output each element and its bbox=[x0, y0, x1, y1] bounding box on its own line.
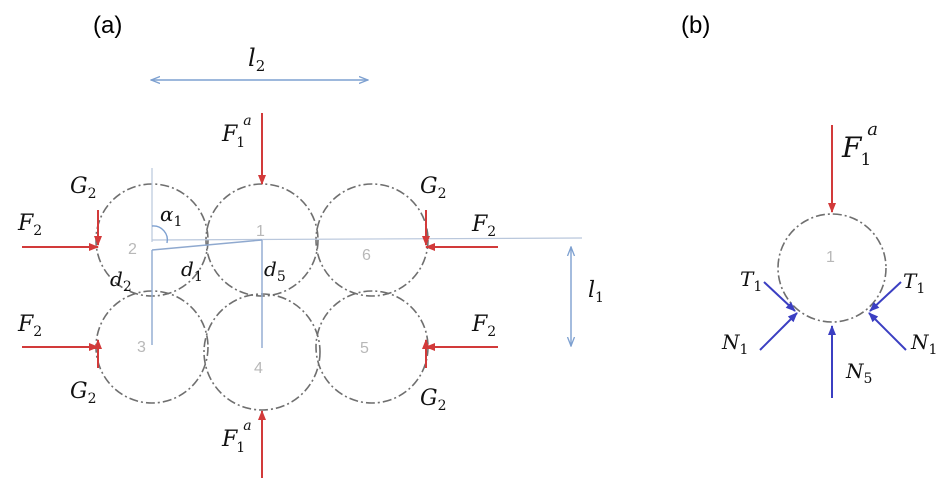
force-N5-label: N5 bbox=[845, 359, 872, 387]
circle-number-5: 5 bbox=[360, 340, 369, 357]
circle-number-4: 4 bbox=[254, 360, 263, 377]
distance-d5-label: d5 bbox=[264, 257, 286, 285]
force-N1-right-arrow bbox=[868, 312, 907, 351]
force-T1-right-arrow bbox=[869, 281, 902, 312]
dimension-l2-label: l2 bbox=[248, 44, 265, 75]
distance-d1-label: d1 bbox=[181, 257, 203, 285]
horizontal-reference-line bbox=[151, 237, 583, 241]
force-F2-right-top-label: F2 bbox=[471, 212, 496, 240]
force-G2-right-bottom-label: G2 bbox=[420, 386, 447, 414]
force-N1-left-label: N1 bbox=[721, 330, 748, 358]
dimension-l1-label: l1 bbox=[588, 278, 604, 306]
force-G2-right-top-label: G2 bbox=[420, 174, 447, 202]
panel-b-label: (b) bbox=[681, 12, 710, 39]
force-F2-left-bottom-label: F2 bbox=[17, 312, 42, 340]
dimension-l1: l1 bbox=[571, 247, 604, 346]
force-F2-left-top-label: F2 bbox=[17, 211, 42, 239]
particle-circle-5 bbox=[315, 290, 429, 404]
force-N1-left-arrow bbox=[759, 312, 798, 351]
circle-number-1: 1 bbox=[256, 223, 265, 240]
force-F1a-top-label: F1a bbox=[221, 113, 252, 151]
panel-a: (a) l2 2 1 6 3 4 5 α1 bbox=[17, 12, 604, 478]
free-body-circle-number: 1 bbox=[826, 249, 835, 266]
force-F2-right-bottom-label: F2 bbox=[471, 312, 496, 340]
particle-circle-6 bbox=[315, 183, 429, 297]
dimension-l2: l2 bbox=[151, 44, 368, 80]
angle-alpha1-arc bbox=[151, 225, 169, 244]
force-T1-right-label: T1 bbox=[903, 269, 925, 297]
force-T1-left-label: T1 bbox=[740, 267, 762, 295]
circle-number-2: 2 bbox=[128, 241, 137, 258]
distance-d2-label: d2 bbox=[110, 267, 132, 295]
force-F1a-label: F1a bbox=[841, 119, 878, 170]
force-F1a-bottom-label: F1a bbox=[221, 418, 252, 456]
panel-a-label: (a) bbox=[93, 12, 122, 39]
circle-number-3: 3 bbox=[137, 339, 146, 356]
force-T1-left-arrow bbox=[763, 281, 796, 312]
panel-b: (b) 1 F1a T1 N1 T1 N1 N5 bbox=[681, 12, 937, 398]
circle-number-6: 6 bbox=[362, 247, 371, 264]
force-G2-left-top-label: G2 bbox=[70, 174, 97, 202]
force-N1-right-label: N1 bbox=[910, 330, 937, 358]
distance-d1-line bbox=[151, 239, 263, 251]
angle-alpha1-label: α1 bbox=[160, 202, 182, 230]
force-G2-left-bottom-label: G2 bbox=[70, 379, 97, 407]
free-body-circle-1 bbox=[777, 213, 887, 323]
